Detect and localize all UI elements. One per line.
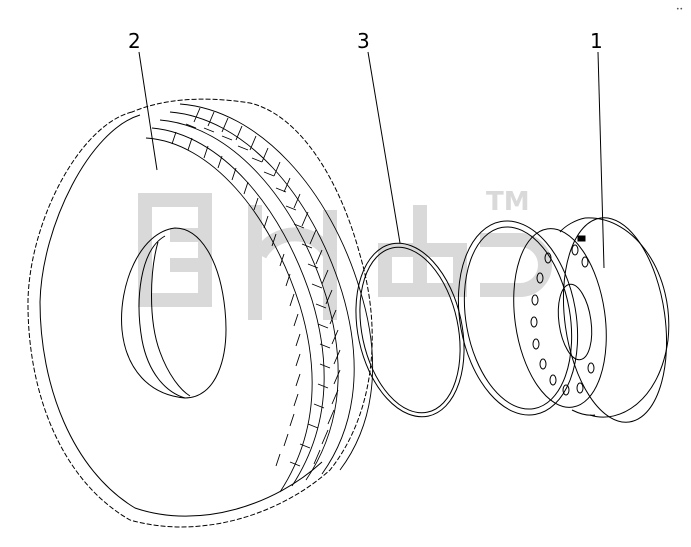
- tire: [27, 98, 374, 528]
- wheel-disc: [457, 217, 670, 423]
- watermark-tm: TM: [486, 187, 530, 217]
- callout-label-ring: 3: [357, 29, 370, 53]
- watermark-logo: [138, 193, 552, 320]
- tread-pattern: [145, 103, 374, 493]
- valve-stem-icon: [577, 235, 586, 242]
- corner-mark: ••: [676, 6, 683, 13]
- callout-label-wheel: 1: [590, 29, 603, 53]
- tire-outer-edge: [27, 98, 373, 528]
- lock-ring: [355, 242, 465, 418]
- wheel-bolt-holes: [530, 244, 595, 396]
- callout-label-tire: 2: [128, 29, 141, 53]
- callout-leaders: [138, 51, 605, 269]
